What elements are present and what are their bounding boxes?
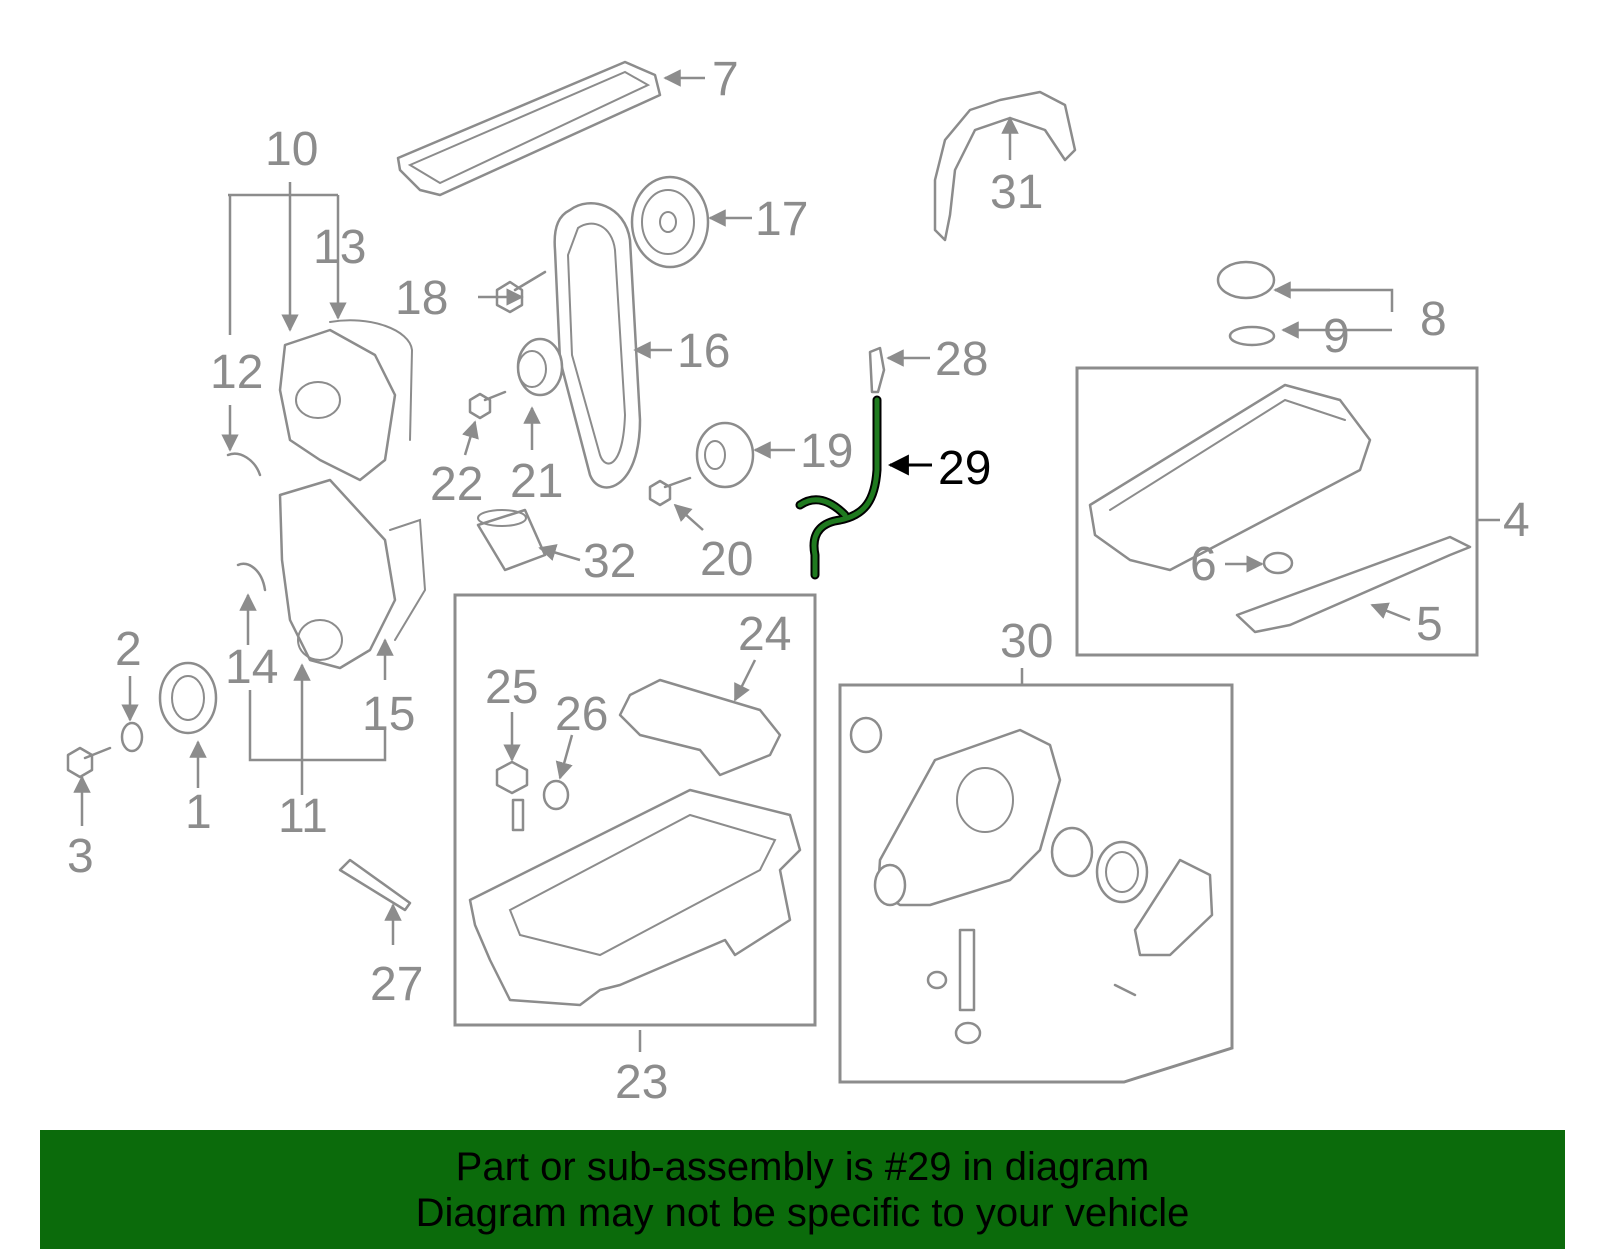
box-oil-pan-assembly [453, 593, 817, 1027]
part-32-oil-filter[interactable] [476, 508, 547, 572]
part-9-seal[interactable] [1228, 325, 1276, 347]
callout-17[interactable]: 17 [755, 193, 808, 246]
part-25-drain-plug[interactable] [495, 760, 529, 832]
part-16-timing-belt[interactable] [553, 202, 642, 489]
callout-15[interactable]: 15 [362, 688, 415, 741]
leader-lines [73, 69, 1500, 1052]
callout-21[interactable]: 21 [510, 455, 563, 508]
part-11-timing-cover-lower[interactable] [278, 478, 427, 670]
part-31-gasket[interactable] [933, 90, 1077, 242]
part-23-oil-pan[interactable] [468, 788, 802, 1007]
callout-5[interactable]: 5 [1416, 598, 1443, 651]
callout-24[interactable]: 24 [738, 608, 791, 661]
callout-22[interactable]: 22 [430, 458, 483, 511]
part-28-dipstick[interactable] [868, 346, 886, 394]
part-10-timing-cover-upper[interactable] [278, 319, 414, 482]
part-29-dipstick-tube[interactable] [795, 395, 882, 580]
part-19-idler[interactable] [695, 421, 755, 489]
callout-26[interactable]: 26 [555, 688, 608, 741]
part-4-valve-cover[interactable] [1088, 383, 1372, 572]
part-26-washer[interactable] [542, 779, 570, 811]
banner-line-2: Diagram may not be specific to your vehi… [415, 1191, 1190, 1235]
callout-29[interactable]: 29 [938, 442, 991, 495]
banner-line-1: Part or sub-assembly is #29 in diagram [455, 1145, 1150, 1189]
callout-30[interactable]: 30 [1000, 615, 1053, 668]
callout-31[interactable]: 31 [990, 166, 1043, 219]
callout-25[interactable]: 25 [485, 661, 538, 714]
part-6-seal[interactable] [1262, 551, 1294, 575]
callout-2[interactable]: 2 [115, 623, 142, 676]
box-valve-cover-assembly [1075, 366, 1479, 657]
part-14-seal[interactable] [236, 562, 267, 592]
callout-20[interactable]: 20 [700, 533, 753, 586]
callout-11[interactable]: 11 [278, 790, 328, 843]
box-oil-pump-assembly [838, 683, 1234, 1084]
info-banner: Part or sub-assembly is #29 in diagram D… [40, 1130, 1565, 1249]
part-22-bolt[interactable] [468, 390, 507, 420]
part-27-tool[interactable] [338, 858, 412, 912]
callout-18[interactable]: 18 [395, 272, 448, 325]
callout-3[interactable]: 3 [67, 830, 94, 883]
callout-27[interactable]: 27 [370, 958, 423, 1011]
part-2-washer[interactable] [120, 721, 144, 753]
callout-10[interactable]: 10 [265, 123, 318, 176]
part-7-gasket[interactable] [396, 60, 662, 197]
callout-8[interactable]: 8 [1420, 293, 1447, 346]
part-30-oil-pump[interactable] [849, 716, 1214, 1045]
callout-1[interactable]: 1 [185, 786, 212, 839]
part-18-bolt[interactable] [495, 270, 547, 314]
part-21-seal[interactable] [516, 337, 564, 397]
callout-23[interactable]: 23 [615, 1056, 668, 1109]
part-1-crank-pulley[interactable] [158, 661, 218, 735]
part-12-seal[interactable] [226, 452, 262, 477]
callouts: 1 2 3 4 5 6 7 8 9 10 11 12 13 14 15 16 1… [67, 53, 1530, 1109]
callout-19[interactable]: 19 [800, 425, 853, 478]
part-24-gasket[interactable] [618, 678, 782, 777]
callout-32[interactable]: 32 [583, 535, 636, 588]
part-5-gasket[interactable] [1235, 535, 1472, 634]
callout-14[interactable]: 14 [225, 641, 278, 694]
part-8-oil-cap[interactable] [1216, 260, 1276, 300]
callout-6[interactable]: 6 [1190, 538, 1217, 591]
part-3-bolt[interactable] [66, 746, 112, 779]
callout-28[interactable]: 28 [935, 333, 988, 386]
callout-7[interactable]: 7 [712, 53, 739, 106]
callout-9[interactable]: 9 [1323, 310, 1350, 363]
callout-4[interactable]: 4 [1503, 494, 1530, 547]
callout-13[interactable]: 13 [313, 221, 366, 274]
part-20-bolt[interactable] [648, 476, 692, 507]
part-17-cam-gear[interactable] [630, 175, 710, 269]
callout-12[interactable]: 12 [210, 346, 263, 399]
callout-16[interactable]: 16 [677, 325, 730, 378]
